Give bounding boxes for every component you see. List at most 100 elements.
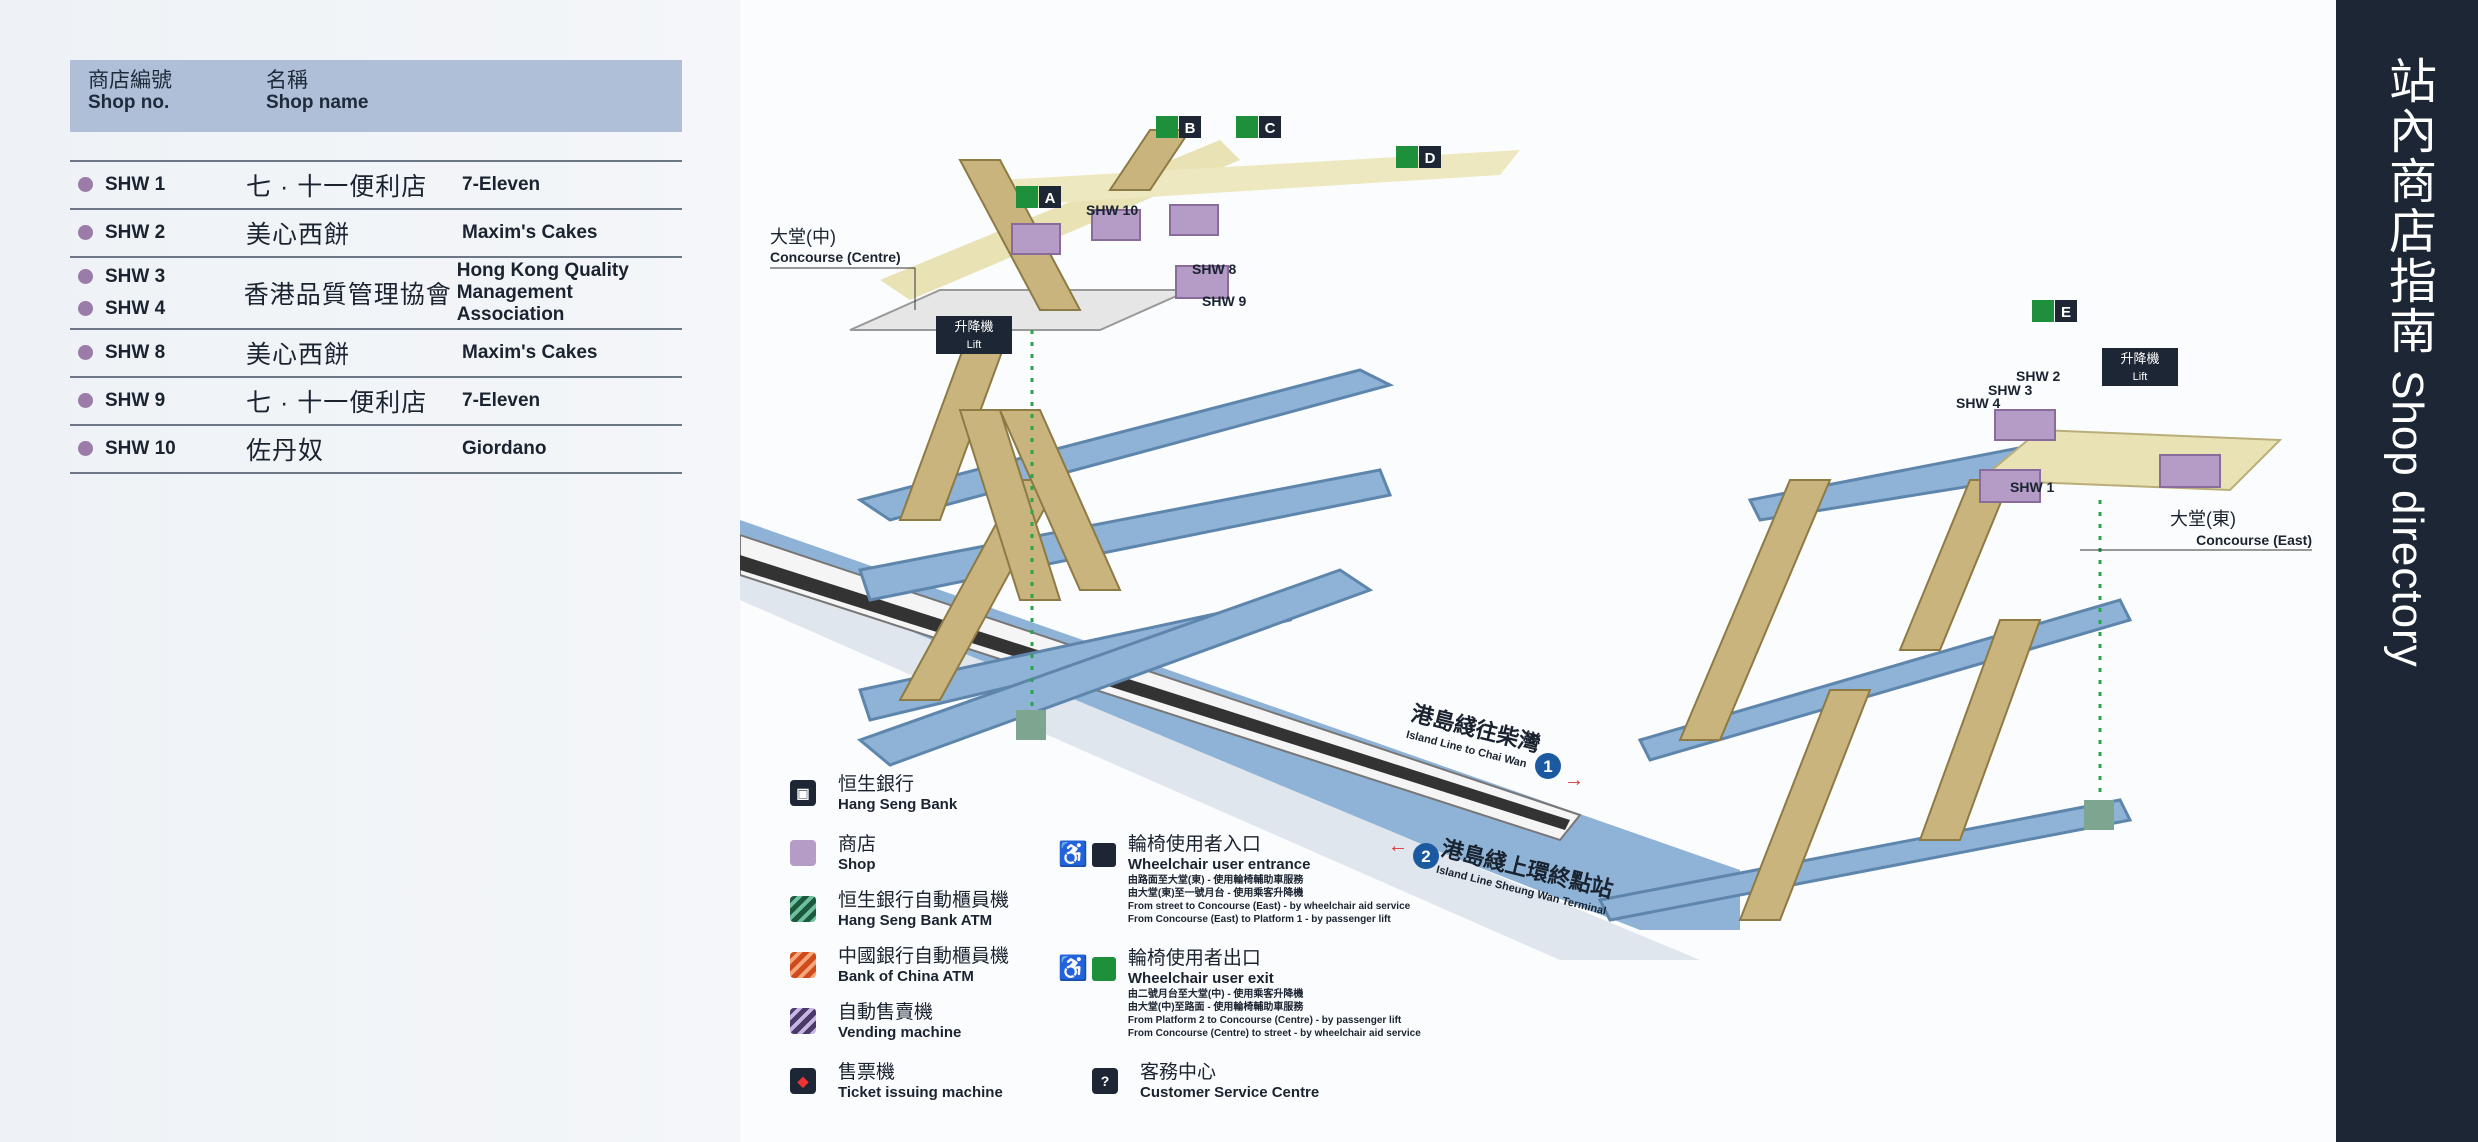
lift-icon [1091, 842, 1116, 867]
legend-wc-exit-en: Wheelchair user exit [1127, 970, 1274, 987]
escalators [898, 129, 2042, 921]
shop-dot-icon [78, 301, 93, 316]
wheelchair-entrance-icon: ♿ [1058, 840, 1116, 869]
lift-car-east [2084, 800, 2114, 830]
line-2-arrow-icon: ← [1388, 835, 1408, 857]
platform-base-left [857, 568, 1374, 767]
sidebar-bar [2336, 0, 2478, 1142]
hang-seng-atm-icon [790, 896, 816, 922]
shop-dot-icon [78, 345, 93, 360]
shop-name-en-cell: Hong Kong Quality Management Association [457, 260, 682, 326]
shop-dot-icon [78, 393, 93, 408]
exit-d-label: D [1425, 150, 1436, 167]
line-2-number: 2 [1421, 847, 1430, 866]
legend-hang-seng-en: Hang Seng Bank [838, 796, 958, 813]
legend-vending-en: Vending machine [838, 1024, 962, 1041]
shop-label-shw2: SHW 2 [2016, 368, 2061, 384]
shop-no: SHW 3 [105, 266, 166, 287]
legend-boc-atm-zh: 中國銀行自動櫃員機 [838, 946, 1010, 967]
table-row: SHW 2 美心西餅 Maxim's Cakes [70, 210, 682, 258]
legend-wc-entrance-zh: 輪椅使用者入口 [1127, 834, 1261, 855]
customer-service-centre-icon: ? [1092, 1068, 1118, 1094]
shop-label-shw4: SHW 4 [1956, 395, 2001, 411]
legend-ticket-zh: 售票機 [838, 1062, 896, 1083]
shop-name-en: Maxim's Cakes [462, 222, 598, 243]
exit-icon [1091, 956, 1116, 981]
shop-name-zh: 七 · 十一便利店 [246, 389, 428, 417]
legend-hang-seng-zh: 恒生銀行 [838, 774, 915, 795]
shop-no-cell: SHW 9 [70, 385, 246, 417]
ticket-machine-icon: ◆ [790, 1068, 816, 1094]
shop-no: SHW 8 [105, 342, 166, 363]
line-1-number: 1 [1543, 757, 1552, 776]
lift-car-centre [1016, 710, 1046, 740]
shop-name-zh: 佐丹奴 [246, 437, 325, 465]
wheelchair-exit-icon: ♿ [1058, 954, 1116, 983]
concourse-east-label-zh: 大堂(東) [2170, 509, 2236, 529]
exit-e-label: E [2061, 304, 2071, 321]
boc-atm-icon [790, 952, 816, 978]
shop-name-en: Giordano [462, 438, 547, 459]
legend-wc-exit-d1: 由二號月台至大堂(中) - 使用乘客升降機 [1127, 989, 1304, 1000]
header-shop-no: 商店編號 Shop no. [70, 60, 248, 132]
legend-wc-exit-zh: 輪椅使用者出口 [1127, 948, 1261, 969]
exit-e-marker: E [2032, 300, 2077, 322]
table-row: SHW 10 佐丹奴 Giordano [70, 426, 682, 474]
lift-label-zh: 升降機 [954, 319, 993, 334]
legend-wc-exit-d4: From Concourse (Centre) to street - by w… [1127, 1028, 1421, 1039]
shop-no: SHW 2 [105, 222, 166, 243]
sidebar-title-en: Shop directory [2383, 370, 2432, 668]
lift-label-en: Lift [2133, 371, 2148, 383]
legend-wc-entrance-d2: 由大堂(東)至一號月台 - 使用乘客升降機 [1127, 888, 1304, 899]
header-shop-no-en: Shop no. [88, 92, 170, 113]
shop-label-shw10: SHW 10 [1086, 202, 1138, 218]
legend-wc-entrance-d4: From Concourse (East) to Platform 1 - by… [1127, 914, 1391, 925]
shop-dot-icon [78, 269, 93, 284]
table-row: SHW 8 美心西餅 Maxim's Cakes [70, 330, 682, 378]
wheelchair-icon: ♿ [1058, 841, 1088, 868]
legend-csc-zh: 客務中心 [1140, 1062, 1217, 1083]
shop-no-cell: SHW 2 [70, 217, 246, 249]
shop-name-zh: 美心西餅 [246, 221, 351, 249]
shop-name-en: Maxim's Cakes [462, 342, 598, 363]
legend-shop-en: Shop [838, 856, 876, 873]
concourse-centre-label-zh: 大堂(中) [770, 227, 836, 247]
legend-shop-zh: 商店 [838, 834, 877, 855]
shop-dot-icon [78, 225, 93, 240]
table-row: SHW 9 七 · 十一便利店 7-Eleven [70, 378, 682, 426]
exit-c-label: C [1265, 120, 1276, 137]
table-divider [70, 132, 682, 162]
concourse-east-label-en: Concourse (East) [2196, 532, 2312, 548]
shop-no-cell: SHW 10 [70, 433, 246, 465]
station-map: 大堂(中) Concourse (Centre) 大堂(東) Concourse… [740, 116, 2312, 960]
legend-ticket-en: Ticket issuing machine [838, 1084, 1003, 1101]
legend-wc-exit-d3: From Platform 2 to Concourse (Centre) - … [1127, 1015, 1402, 1026]
table-header: 商店編號 Shop no. 名稱 Shop name [70, 60, 682, 132]
shop-label-shw9: SHW 9 [1202, 293, 1247, 309]
legend-csc-en: Customer Service Centre [1140, 1084, 1320, 1101]
exit-b-label: B [1185, 120, 1196, 137]
exit-a-marker: A [1016, 186, 1061, 208]
shop-no: SHW 9 [105, 390, 166, 411]
shop-label-shw8: SHW 8 [1192, 261, 1237, 277]
exit-b-marker: B [1156, 116, 1201, 138]
exit-a-label: A [1045, 190, 1056, 207]
lift-label-en: Lift [967, 339, 982, 351]
legend-wc-entrance-d1: 由路面至大堂(東) - 使用輪椅輔助車服務 [1127, 875, 1304, 886]
legend-hsb-atm-zh: 恒生銀行自動櫃員機 [838, 890, 1010, 911]
exit-passage [1000, 150, 1520, 205]
track-platform-edge [740, 560, 1700, 960]
shop-no-cell: SHW 3 SHW 4 [70, 261, 244, 325]
exit-c-marker: C [1236, 116, 1281, 138]
legend-item-wheelchair-exit: ♿ 輪椅使用者出口 Wheelchair user exit 由二號月台至大堂(… [1058, 948, 1421, 1040]
shop-dot-icon [78, 441, 93, 456]
table-row: SHW 1 七 · 十一便利店 7-Eleven [70, 162, 682, 210]
shop-no-cell: SHW 1 [70, 169, 246, 201]
shop-dot-icon [78, 177, 93, 192]
